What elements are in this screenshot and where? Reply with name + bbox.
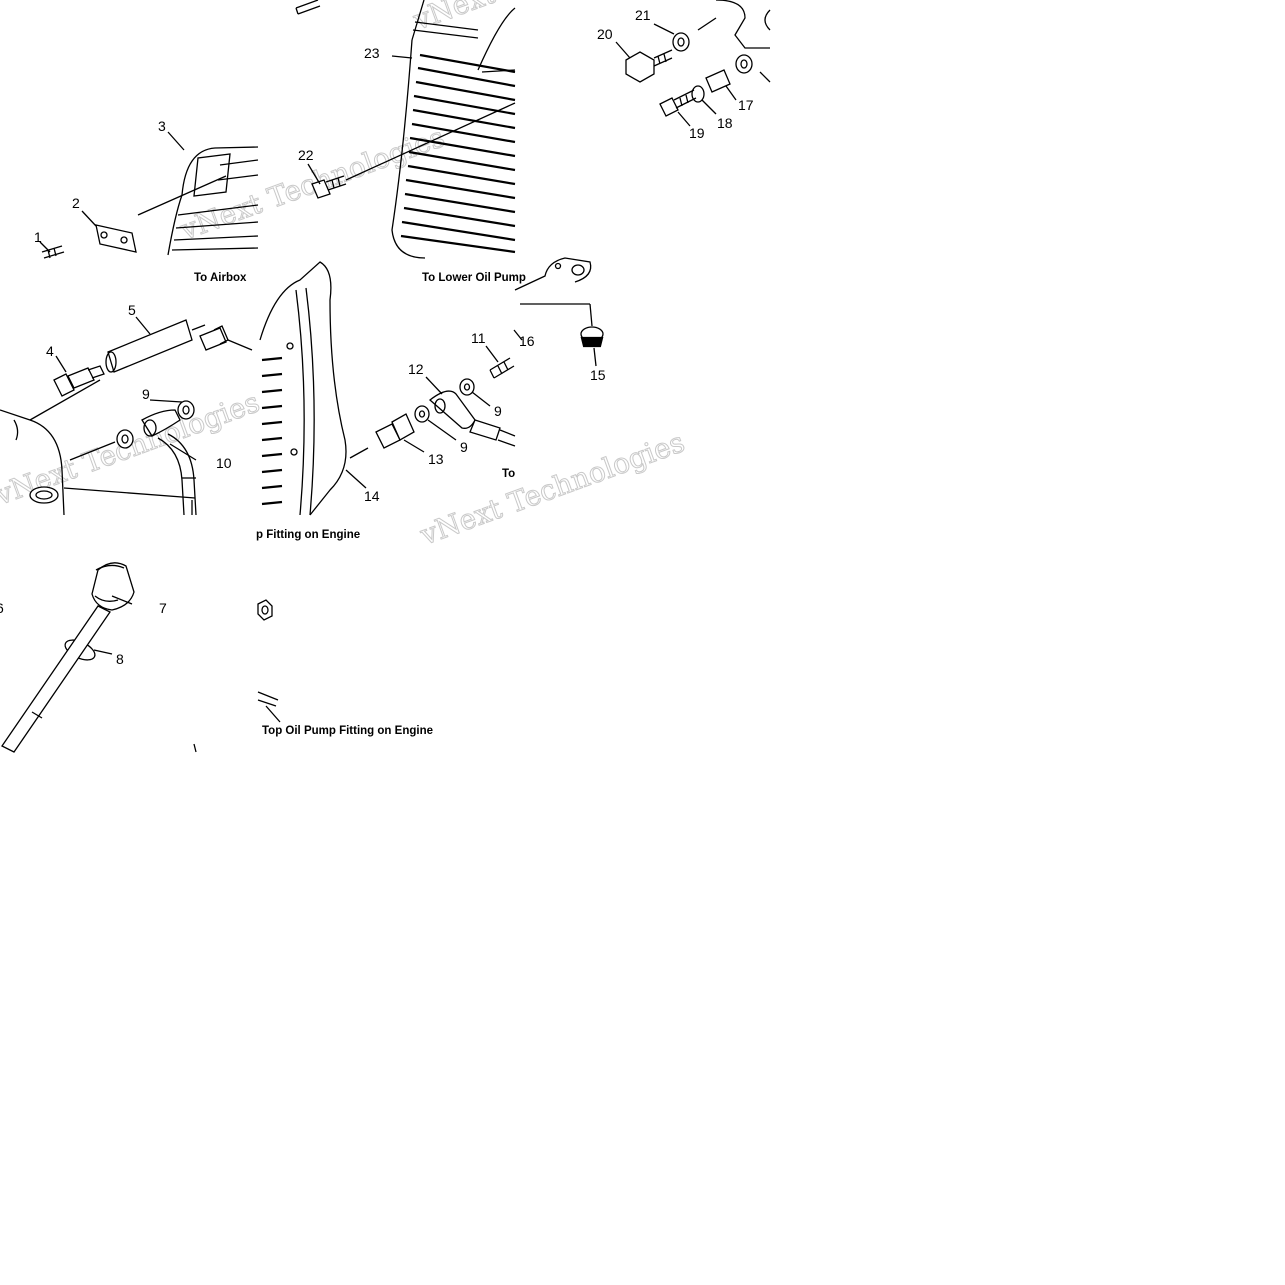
label-10: 10 (216, 455, 232, 471)
label-2: 2 (72, 195, 80, 211)
part-9-washer-center (414, 405, 430, 423)
label-22: 22 (298, 147, 314, 163)
label-8: 8 (116, 651, 124, 667)
dipstick-rod (1, 605, 111, 753)
part-11-bolt (489, 357, 515, 379)
callout-to-lower-oil-pump: To Lower Oil Pump (422, 272, 526, 284)
tile-bottom-left (1, 562, 197, 753)
part-23-oil-tank (391, 39, 426, 259)
part-1-screw (41, 245, 65, 259)
label-19: 19 (689, 125, 705, 141)
tank-side-view (259, 261, 347, 516)
label-12: 12 (408, 361, 424, 377)
label-6: 6 (0, 600, 4, 616)
label-1: 1 (34, 229, 42, 245)
label-23: 23 (364, 45, 380, 61)
part-21-washer (672, 32, 690, 52)
part-7-dipstick-cap (91, 562, 135, 611)
label-14: 14 (364, 488, 380, 504)
tile-top-middle (295, 0, 516, 259)
label-9-center: 9 (460, 439, 468, 455)
tank-bottom-edge (715, 0, 770, 49)
watermark-4: vNext Technologies (415, 425, 689, 551)
label-20: 20 (597, 26, 613, 42)
part-17-spacer (705, 69, 731, 93)
label-18: 18 (717, 115, 733, 131)
label-17: 17 (738, 97, 754, 113)
part-10-banjo (141, 409, 181, 437)
label-9-left: 9 (142, 386, 150, 402)
callout-to-fragment: To (502, 468, 515, 480)
callout-pump-fitting-on-engine: p Fitting on Engine (256, 529, 360, 541)
label-21: 21 (635, 7, 651, 23)
label-9-right: 9 (494, 403, 502, 419)
part-20-bolt (625, 51, 655, 83)
part-9-washer-left (116, 429, 134, 449)
tile-center (259, 261, 516, 516)
part-5-hose (107, 319, 193, 373)
tile-top-right (625, 0, 771, 117)
tile-top-left (41, 146, 259, 259)
tile-middle-right (514, 257, 604, 348)
part-22-bolt (311, 179, 331, 199)
tank-section (0, 409, 65, 516)
label-11: 11 (471, 330, 486, 346)
callout-to-airbox: To Airbox (194, 272, 247, 284)
callout-top-oil-pump-fitting: Top Oil Pump Fitting on Engine (262, 725, 433, 737)
part-labels: 1 2 3 4 5 6 7 8 9 9 9 10 11 12 13 14 15 … (0, 7, 754, 667)
label-5: 5 (128, 302, 136, 318)
text-callouts: To Airbox To Lower Oil Pump p Fitting on… (194, 272, 526, 737)
label-15: 15 (590, 367, 606, 383)
part-19-screw (659, 97, 679, 117)
label-13: 13 (428, 451, 444, 467)
part-12-banjo (428, 390, 476, 429)
part-4-fitting (53, 373, 75, 397)
label-16: 16 (519, 333, 535, 349)
part-2-bracket (95, 224, 137, 253)
label-4: 4 (46, 343, 54, 359)
tile-middle-left (0, 319, 253, 516)
watermarks: vNext Technologies vNext Technologies vN… (0, 0, 689, 552)
screw-top (295, 0, 321, 15)
mount-tab (514, 257, 592, 291)
nut (257, 599, 273, 621)
filler-neck (29, 486, 59, 504)
label-3: 3 (158, 118, 166, 134)
label-7: 7 (159, 600, 167, 616)
part-3-tank (181, 146, 259, 196)
grommet-top (735, 54, 753, 74)
leader-lines (39, 23, 771, 655)
tile-bottom-middle (257, 599, 281, 723)
